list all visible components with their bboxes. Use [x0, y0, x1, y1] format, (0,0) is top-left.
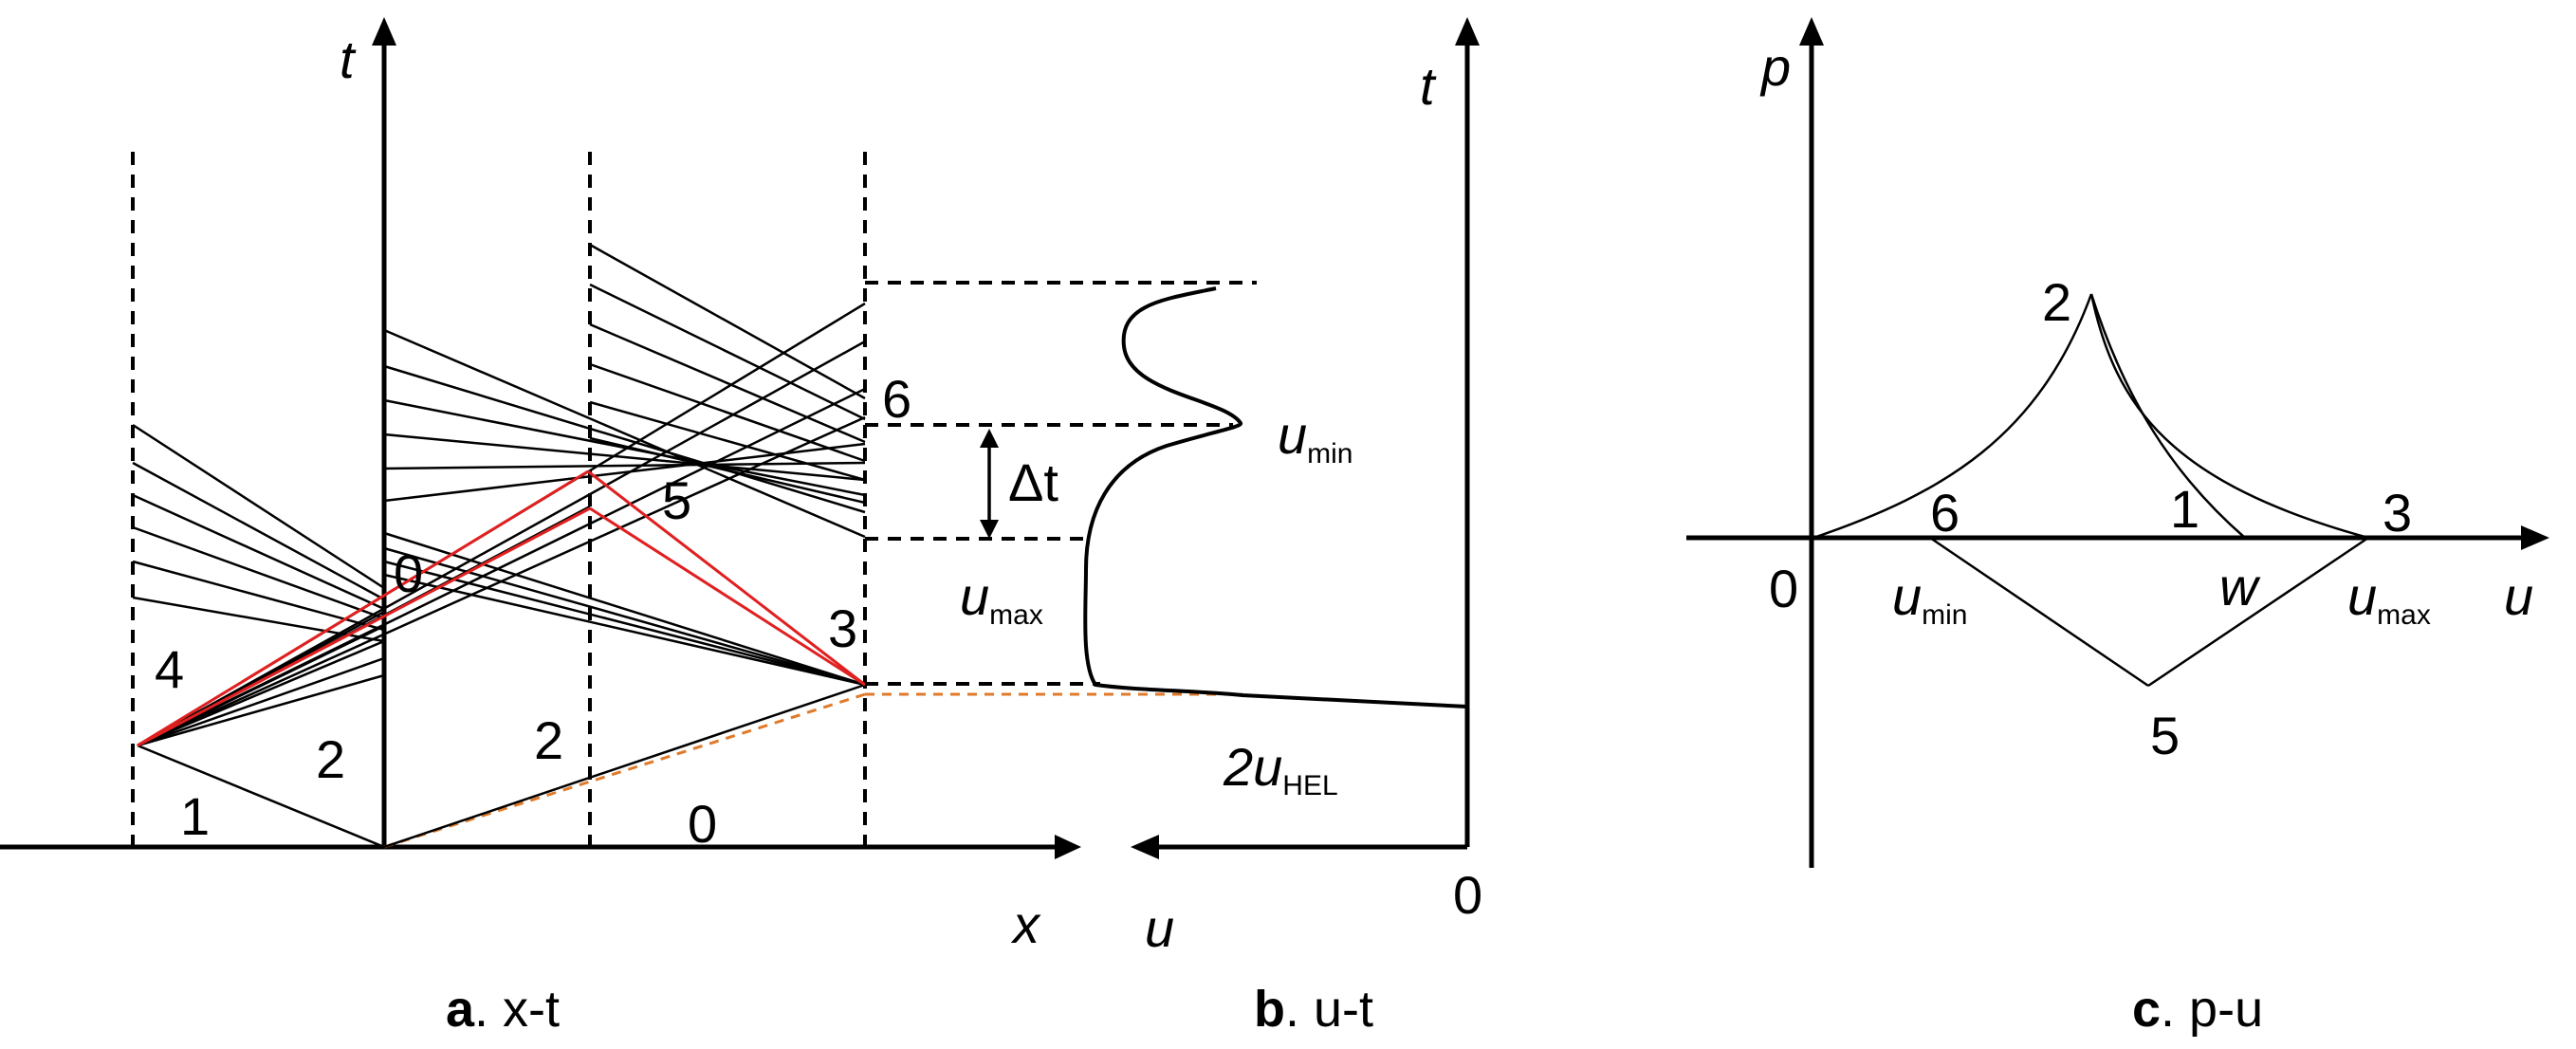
u-min-label-c: umin	[1892, 566, 1968, 631]
point-label-1: 1	[2170, 479, 2199, 539]
point-label-5: 5	[2150, 706, 2180, 765]
delta-t-arrowhead-bottom	[980, 520, 999, 539]
region-label-1: 1	[180, 786, 210, 846]
upper-fan	[589, 243, 866, 505]
wave-line	[137, 744, 385, 849]
point-label-3: 3	[2383, 483, 2412, 543]
right-fan	[383, 531, 866, 687]
panel-b: Δt umin umax 2uHEL t u 0 b. u-t	[865, 17, 1482, 1038]
origin-b: 0	[1453, 865, 1482, 925]
region-label-0: 0	[688, 794, 717, 854]
u-axis-c-label: u	[2504, 566, 2533, 626]
t-axis-b-label: t	[1420, 56, 1437, 116]
x-axis-label: x	[1010, 894, 1041, 954]
region-label-0-top: 0	[394, 543, 423, 603]
u-axis-b-arrowhead	[1131, 835, 1159, 859]
caption-c: c. p-u	[2132, 981, 2263, 1038]
u-min-label-b: umin	[1278, 405, 1353, 469]
orange-dashed-wave	[383, 692, 866, 849]
u-max-label-b: umax	[960, 566, 1043, 631]
region-label-2-left: 2	[316, 729, 345, 789]
panel-a: 1 2 2 0 4 0 3 5 6 t x a. x-t	[0, 17, 1081, 1038]
t-axis-b-arrowhead	[1455, 17, 1480, 46]
middle-fan	[383, 328, 866, 539]
panel-c: 2 6 1 3 5 0 w umin umax p u c. p-u	[1686, 17, 2549, 1038]
t-axis-label: t	[340, 29, 357, 89]
region-label-4: 4	[155, 639, 184, 699]
x-axis-arrowhead	[1055, 835, 1081, 859]
region-label-2-right: 2	[534, 710, 563, 770]
u-axis-b-label: u	[1145, 898, 1174, 958]
red-characteristics	[137, 469, 866, 747]
p-axis-label: p	[1759, 37, 1791, 97]
p-axis-arrowhead	[1799, 17, 1824, 46]
delta-t-arrowhead-top	[980, 429, 999, 448]
region-label-6: 6	[882, 369, 911, 429]
point-label-2: 2	[2042, 272, 2071, 332]
p-u-curves	[1812, 293, 2369, 688]
w-label: w	[2219, 557, 2261, 617]
point-label-6: 6	[1930, 483, 1960, 543]
region-label-3: 3	[828, 598, 857, 658]
caption-a: a. x-t	[446, 981, 560, 1038]
region-label-5: 5	[662, 470, 691, 530]
u-axis-c-arrowhead	[2521, 525, 2549, 550]
wave-line	[383, 683, 866, 849]
t-axis-arrowhead	[372, 17, 396, 46]
delta-t-label: Δt	[1008, 452, 1058, 512]
hel-label: 2uHEL	[1223, 737, 1338, 801]
velocity-profile-curve	[1083, 286, 1468, 709]
origin-c: 0	[1769, 559, 1798, 618]
left-reflected-fan	[132, 423, 385, 643]
u-max-label-c: umax	[2347, 566, 2431, 631]
caption-b: b. u-t	[1254, 981, 1373, 1038]
